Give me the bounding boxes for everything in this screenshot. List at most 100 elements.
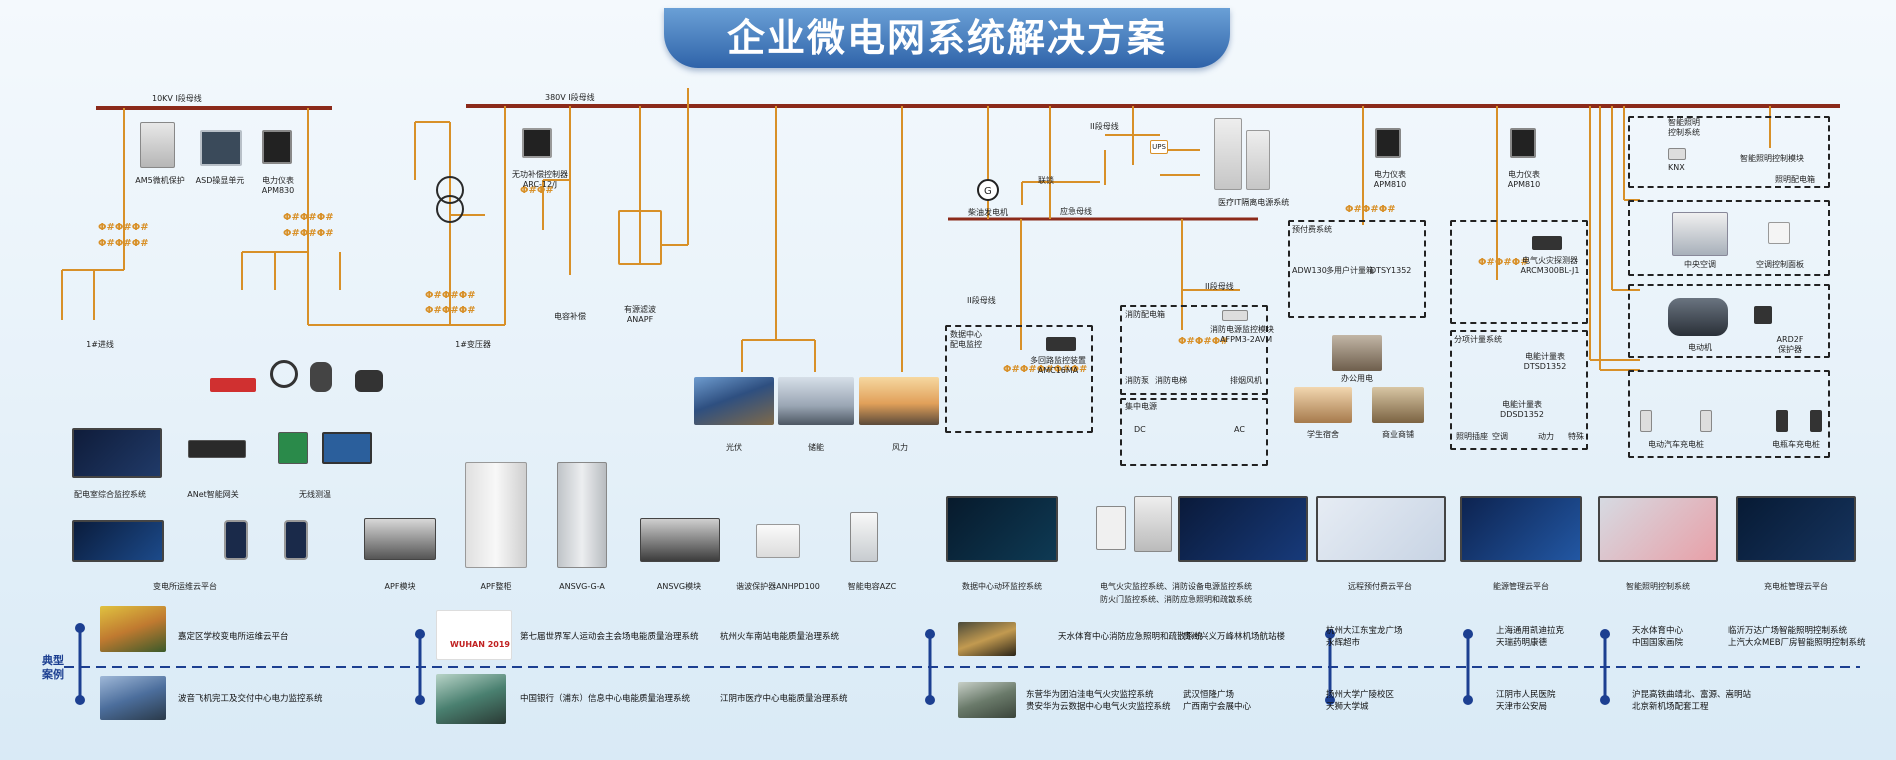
case-item: 临沂万达广场智能照明控制系统	[1728, 626, 1848, 636]
case-photo	[436, 674, 506, 724]
timeline-bar	[1603, 634, 1607, 700]
wuhan-logo-text: WUHAN 2019	[450, 640, 510, 649]
svg-text:Φ#Φ#Φ#: Φ#Φ#Φ#	[283, 228, 334, 239]
energy-meter2-label-1: 电能计量表	[1502, 400, 1542, 409]
mall-label: 商业商铺	[1382, 430, 1414, 439]
apf-module-device	[364, 518, 436, 560]
ct-sensor-2	[310, 362, 332, 392]
svg-text:Φ#Φ#Φ#: Φ#Φ#Φ#	[283, 212, 334, 223]
phone-2	[284, 520, 308, 560]
ebike-charger-2	[1810, 410, 1822, 432]
central-ac-unit	[1672, 212, 1728, 256]
product-label: 电气火灾监控系统、消防设备电源监控系统	[1100, 582, 1252, 591]
central-power-box	[1120, 398, 1268, 466]
ansvg-g-a-device	[557, 462, 607, 568]
multi-meter-label: 多用户计量箱	[1326, 266, 1374, 275]
prepay-cloud-screen	[1316, 496, 1446, 562]
medical-cabinet-1	[1214, 118, 1242, 190]
product-label: 智能电容AZC	[847, 582, 897, 591]
wuhan-logo	[436, 610, 512, 660]
case-item: 贵州兴义万峰林机场航站楼	[1183, 632, 1286, 642]
incoming-label: 1#进线	[86, 340, 114, 349]
amc16ma-device	[1046, 337, 1076, 351]
case-item: 杭州火车南站电能质量治理系统	[720, 632, 840, 642]
anhpd-device	[756, 524, 800, 558]
case-item: 天水体育中心	[1632, 626, 1684, 636]
case-item: 武汉恒隆广场	[1183, 690, 1235, 700]
cloud-platform-screen	[72, 520, 164, 562]
fire-pump-label: 消防泵	[1125, 376, 1149, 385]
timeline-bar	[1466, 634, 1470, 700]
ct-sensor-1	[270, 360, 298, 388]
case-item: 中国国家画院	[1632, 638, 1684, 648]
capacitor-label: 电容补偿	[554, 312, 586, 321]
ev-charge-label: 电动汽车充电桩	[1648, 440, 1704, 449]
apf-symbol	[618, 210, 662, 265]
fire-power-label: 消防配电箱	[1125, 310, 1165, 319]
reactive-label-1: 无功补偿控制器	[512, 170, 568, 179]
fire-monitor-label-2: AFPM3-2AVM	[1220, 335, 1273, 344]
arc-controller	[522, 128, 552, 158]
asd-label: ASD操显单元	[195, 176, 245, 185]
timeline-dot	[415, 695, 425, 705]
timeline-bar	[418, 634, 422, 700]
product-label: 远程预付费云平台	[1348, 582, 1412, 591]
timeline-dot	[1600, 629, 1610, 639]
medical-it-label: 医疗IT隔离电源系统	[1218, 198, 1290, 207]
dorm-photo	[1294, 387, 1352, 423]
diesel-label: 柴油发电机	[968, 208, 1008, 217]
ard2f-device	[1754, 306, 1772, 324]
central-ac-box	[1628, 200, 1830, 276]
arcm-device	[1532, 236, 1562, 250]
smart-light-box	[1628, 116, 1830, 188]
case-item: 江阴市人民医院	[1496, 690, 1556, 700]
apm810-label-1: 电力仪表	[1374, 170, 1406, 179]
energy-cloud-screen	[1460, 496, 1582, 562]
timeline-dot	[1325, 695, 1335, 705]
product-label: 智能照明控制系统	[1626, 582, 1690, 591]
motor-label: 电动机	[1688, 343, 1712, 352]
power-label: 动力	[1538, 432, 1554, 441]
product-label: 谐波保护器ANHPD100	[736, 582, 820, 591]
wireless-temp-device-2	[322, 432, 372, 464]
case-item: 天狮大学城	[1326, 702, 1369, 712]
prepay-box	[1288, 220, 1426, 318]
case-item: 天水体育中心消防应急照明和疏散系统	[1058, 632, 1203, 642]
bus-10kv-label: 10KV Ⅰ段母线	[152, 94, 202, 103]
apf-label-1: 有源滤波	[624, 305, 656, 314]
case-item: 上汽大众MEB厂房智能照明控制系统	[1728, 638, 1866, 648]
ams-label: AM5微机保护	[135, 176, 185, 185]
ansvg-module-device	[640, 518, 720, 562]
svg-text:Φ#Φ#Φ#: Φ#Φ#Φ#	[98, 222, 149, 233]
ebike-charger-1	[1776, 410, 1788, 432]
office-label: 办公用电	[1341, 374, 1373, 383]
multi-loop-label-1: 多回路监控装置	[1030, 356, 1086, 365]
ams-protection-device	[140, 122, 175, 168]
special-label: 特殊	[1568, 432, 1584, 441]
apm830-label-1: 电力仪表	[262, 176, 294, 185]
case-item: 广西南宁会展中心	[1183, 702, 1252, 712]
wind-label: 风力	[892, 443, 908, 452]
svg-text:Φ#Φ#Φ#: Φ#Φ#Φ#	[98, 238, 149, 249]
product-label: 数据中心动环监控系统	[962, 582, 1042, 591]
case-photo	[958, 622, 1016, 656]
knx-label: KNX	[1668, 163, 1685, 172]
phone-1	[224, 520, 248, 560]
emergency-bus-label: 应急母线	[1060, 207, 1092, 216]
product-label: ANSVG-G-A	[559, 582, 605, 591]
ac-panel-label: 空调控制面板	[1756, 260, 1804, 269]
datacenter-label-1: 数据中心	[950, 330, 982, 339]
case-item: 第七届世界军人运动会主会场电能质量治理系统	[520, 632, 699, 642]
case-item: 嘉定区学校变电所运维云平台	[178, 632, 289, 642]
ev-charger-1	[1640, 410, 1652, 432]
asd-display-unit	[200, 130, 242, 166]
ct-sensor-3	[355, 370, 383, 392]
timeline-dot	[75, 695, 85, 705]
svg-text:Φ#Φ#Φ#: Φ#Φ#Φ#	[1345, 204, 1396, 215]
product-label: ANet智能网关	[187, 490, 239, 499]
charging-box	[1628, 370, 1830, 458]
product-label: APF模块	[384, 582, 416, 591]
product-label: 充电桩管理云平台	[1764, 582, 1828, 591]
apm810b-meter	[1510, 128, 1536, 158]
